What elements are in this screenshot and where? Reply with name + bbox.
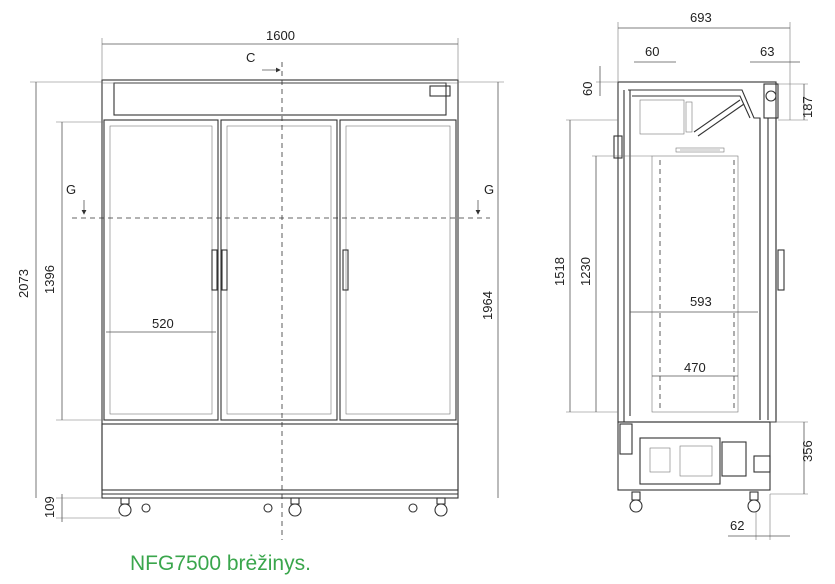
dim-top-left-60: 60 xyxy=(645,44,659,59)
door-right xyxy=(339,119,457,421)
dim-height-2073: 2073 xyxy=(16,269,31,298)
dim-base-height-109: 109 xyxy=(42,496,57,518)
door-middle xyxy=(220,119,338,421)
dim-width-1600: 1600 xyxy=(266,28,295,43)
figure-caption: NFG7500 brėžinys. xyxy=(130,552,311,575)
dim-glass-height-1396: 1396 xyxy=(42,265,57,294)
dim-interior-depth-593: 593 xyxy=(690,294,712,309)
dim-shelf-height-1230: 1230 xyxy=(578,257,593,286)
dim-foot-offset-62: 62 xyxy=(730,518,744,533)
section-g-left-label: G xyxy=(66,182,76,197)
wheels xyxy=(118,497,448,517)
dim-top-height-60: 60 xyxy=(580,82,595,96)
dim-base-height-356: 356 xyxy=(800,440,815,462)
dim-cabinet-height-1964: 1964 xyxy=(480,291,495,320)
dim-interior-height-1518: 1518 xyxy=(552,257,567,286)
section-c-label: C xyxy=(246,50,255,65)
dim-door-width-520: 520 xyxy=(152,316,174,331)
door-left xyxy=(103,119,219,421)
section-g-right-label: G xyxy=(484,182,494,197)
dim-shelf-depth-470: 470 xyxy=(684,360,706,375)
front-view: C G G 1600 520 2073 1396 1964 109 xyxy=(16,28,504,540)
side-view: 693 60 63 60 187 1518 1230 593 470 xyxy=(552,10,815,540)
dim-depth-693: 693 xyxy=(690,10,712,25)
dim-header-height-187: 187 xyxy=(800,96,815,118)
dim-top-right-63: 63 xyxy=(760,44,774,59)
